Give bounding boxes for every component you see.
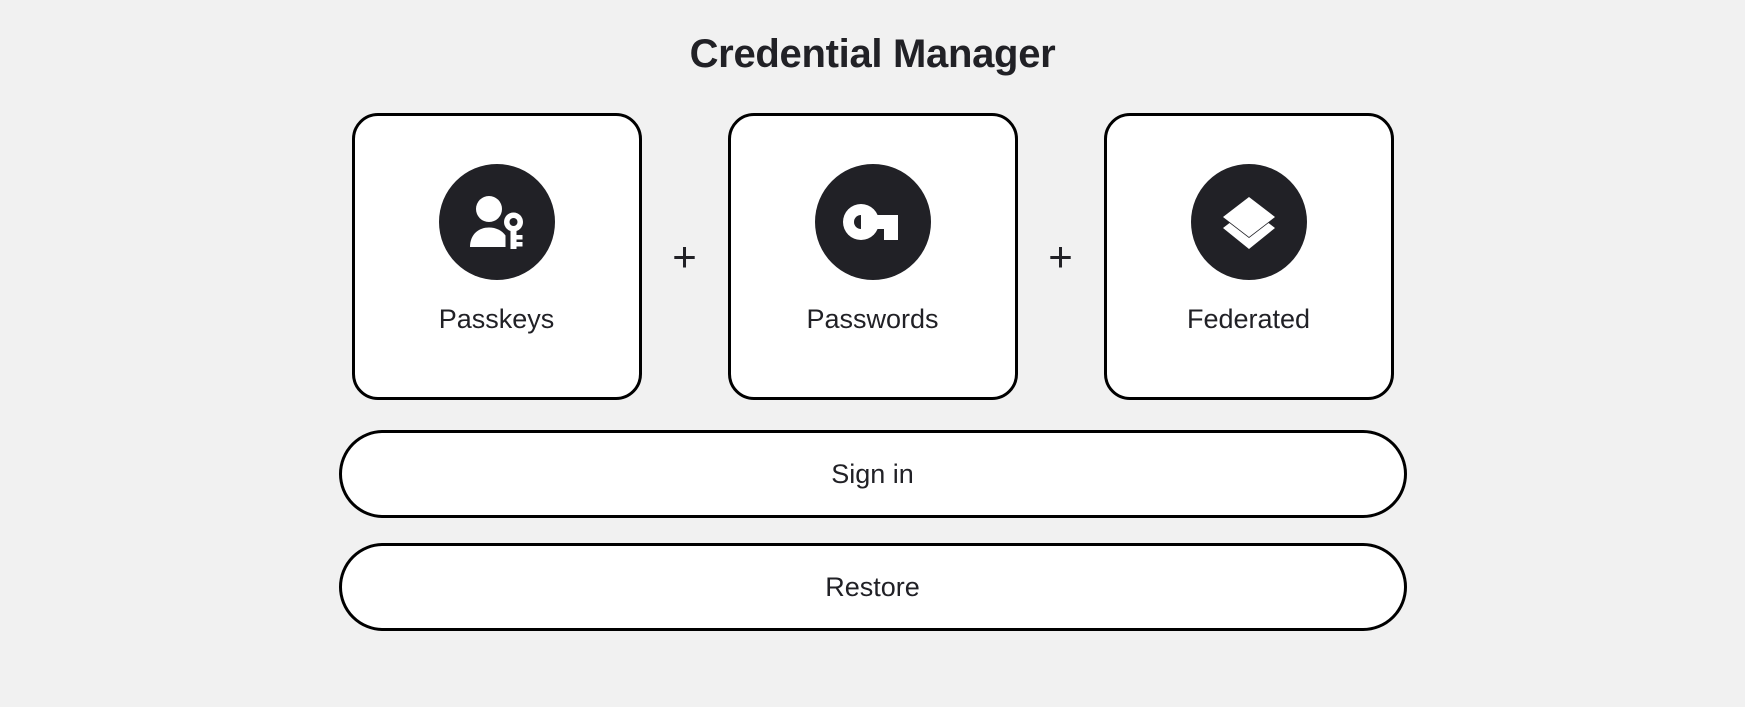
plus-separator-icon: + bbox=[672, 232, 697, 280]
page-title: Credential Manager bbox=[689, 32, 1056, 76]
credential-card-label: Passwords bbox=[806, 304, 939, 334]
key-icon bbox=[814, 164, 931, 280]
layers-icon bbox=[1190, 164, 1307, 280]
credential-card-label: Federated bbox=[1186, 304, 1311, 334]
person-key-icon bbox=[438, 164, 555, 280]
sign-in-button[interactable]: Sign in bbox=[338, 430, 1407, 518]
restore-button[interactable]: Restore bbox=[338, 543, 1407, 631]
plus-separator-icon: + bbox=[1048, 232, 1073, 280]
credential-card-passwords[interactable]: Passwords bbox=[727, 113, 1018, 400]
credential-card-federated[interactable]: Federated bbox=[1103, 113, 1394, 400]
credential-types-row: Passkeys + Passwords + bbox=[351, 113, 1394, 400]
credential-card-label: Passkeys bbox=[438, 304, 555, 334]
credential-card-passkeys[interactable]: Passkeys bbox=[351, 113, 642, 400]
